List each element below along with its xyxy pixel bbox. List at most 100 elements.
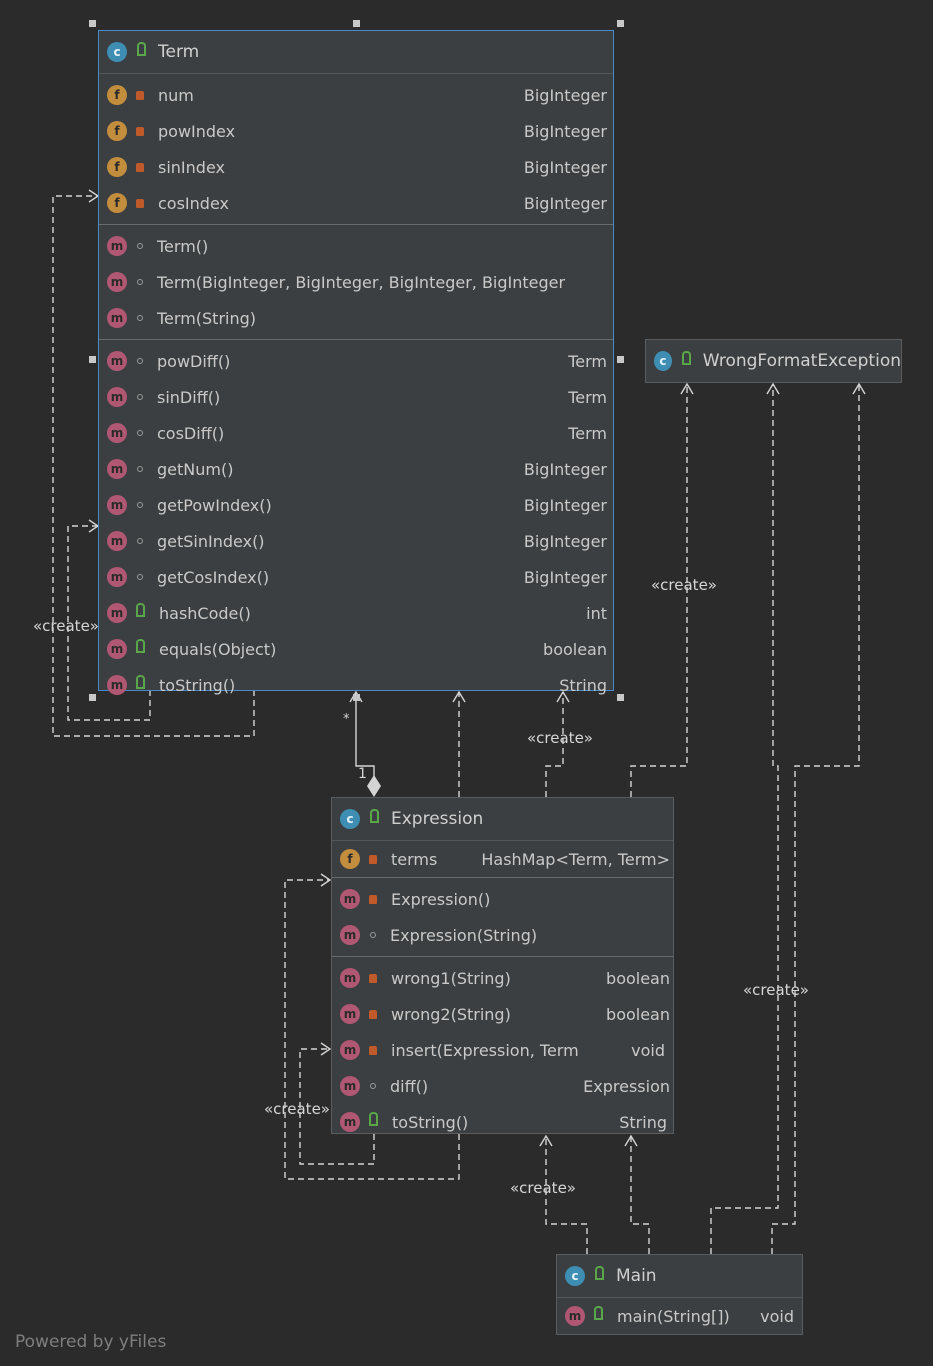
field-name: sinIndex [158,157,225,177]
private-lock-icon [136,126,144,136]
class-term-header: c Term [99,31,613,74]
class-expression-name: Expression [391,809,484,829]
private-lock-icon [136,198,144,208]
method-type: Term [568,387,607,407]
method-type: boolean [543,639,607,659]
method-icon: m [107,387,127,407]
method-icon: m [340,1004,360,1024]
method-name: powDiff() [157,351,231,371]
class-wrong-format-exception-header: c WrongFormatException [646,340,901,382]
constructor-name: Term(String) [157,308,257,328]
edge-main-expression-dep [630,1136,650,1254]
method-icon: m [107,423,127,443]
edge-term-self-outer-arrow [88,189,100,203]
class-wrong-format-exception[interactable]: c WrongFormatException [645,339,902,383]
package-visibility-icon [137,279,143,285]
selection-handle[interactable] [353,694,360,701]
constructor-row[interactable]: m Expression() [332,881,673,917]
selection-handle[interactable] [89,356,96,363]
field-type: BigInteger [523,85,607,105]
private-lock-icon [136,90,144,100]
method-name: toString() [159,675,236,695]
method-name: wrong1(String) [391,968,511,988]
field-row[interactable]: f cosIndex BigInteger [99,185,613,221]
method-icon: m [340,968,360,988]
method-type: void [631,1040,665,1060]
class-icon: c [107,42,127,62]
static-method-icon: m [565,1306,585,1326]
method-name: hashCode() [159,603,251,623]
field-type: BigInteger [523,193,607,213]
method-name: cosDiff() [157,423,225,443]
field-icon: f [107,193,127,213]
field-name: num [158,85,194,105]
method-icon: m [340,925,360,945]
runnable-class-icon: c [565,1266,585,1286]
method-type: boolean [606,1004,670,1024]
selection-handle[interactable] [617,694,624,701]
method-icon: m [107,531,127,551]
package-visibility-icon [137,538,143,544]
method-icon: m [340,1076,360,1096]
method-icon: m [107,567,127,587]
field-type: BigInteger [523,157,607,177]
field-type: HashMap<Term, Term> [481,849,670,869]
multiplicity-many: * [343,712,350,727]
method-icon: m [107,236,127,256]
edge-label-create: «create» [510,1179,576,1197]
public-icon [136,639,145,653]
method-icon: m [340,889,360,909]
selection-handle[interactable] [353,20,360,27]
selection-handle[interactable] [89,694,96,701]
package-visibility-icon [137,358,143,364]
selection-handle[interactable] [617,20,624,27]
method-icon: m [107,603,127,623]
method-icon: m [107,495,127,515]
private-lock-icon [369,894,377,904]
class-term-name: Term [158,42,200,62]
package-visibility-icon [137,394,143,400]
method-type: void [760,1306,794,1326]
method-row[interactable]: m sinDiff() Term [99,379,613,415]
selection-handle[interactable] [617,356,624,363]
method-icon: m [107,308,127,328]
field-icon: f [107,157,127,177]
constructor-row[interactable]: m Term(String) [99,300,613,336]
method-name: getPowIndex() [157,495,272,515]
edge-expression-wfe-arrow [680,382,694,395]
constructor-name: Expression() [391,889,491,909]
method-name: sinDiff() [157,387,221,407]
field-name: cosIndex [158,193,229,213]
private-lock-icon [369,1045,377,1055]
field-row[interactable]: f sinIndex BigInteger [99,149,613,185]
public-icon [136,603,145,617]
selection-handle[interactable] [89,20,96,27]
